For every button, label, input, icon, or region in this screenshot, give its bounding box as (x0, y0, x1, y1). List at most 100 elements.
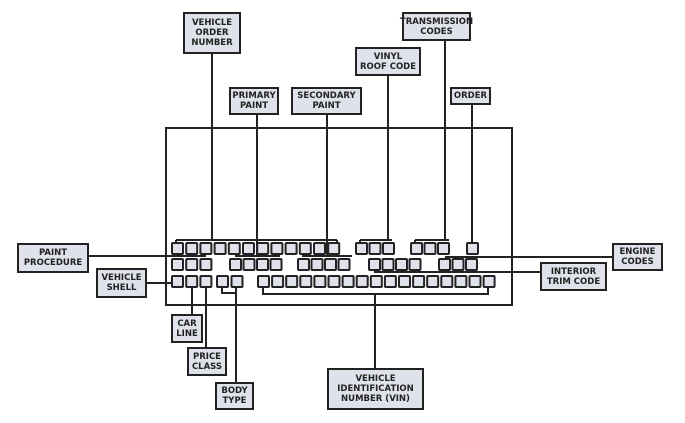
label-text: VINYL (373, 51, 403, 62)
label-text: CLASS (191, 361, 223, 372)
vin-code-box (299, 275, 313, 288)
label-body-type: BODY TYPE (215, 382, 254, 410)
label-text: PRICE (193, 351, 221, 362)
bracket-line (221, 287, 236, 294)
label-text: TRIM CODE (546, 276, 601, 287)
code-box (327, 242, 341, 255)
vin-code-box (440, 275, 454, 288)
label-text: TRANSMISSION (399, 16, 474, 27)
code-box (185, 242, 199, 255)
label-text: ORDER (195, 28, 229, 38)
label-interior-trim-code: INTERIOR TRIM CODE (540, 262, 607, 291)
bracket-line (262, 287, 489, 295)
code-box (381, 258, 395, 271)
code-box (230, 275, 244, 288)
code-box (337, 258, 351, 271)
code-box (410, 242, 423, 255)
code-box (227, 242, 241, 255)
label-transmission-codes: TRANSMISSION CODES (399, 12, 474, 41)
label-order: ORDER (450, 87, 491, 105)
label-text: VEHICLE (101, 273, 142, 283)
label-text: NUMBER (VIN) (341, 394, 410, 404)
code-box (423, 242, 437, 255)
label-text: CAR (177, 318, 197, 329)
code-box (171, 242, 184, 255)
code-box (171, 275, 184, 288)
label-secondary-paint: SECONDARY PAINT (291, 87, 362, 115)
label-text: VEHICLE (191, 18, 233, 28)
vin-code-box (426, 275, 440, 288)
label-price-class: PRICE CLASS (187, 347, 227, 376)
vin-code-box (327, 275, 341, 288)
code-box (368, 258, 381, 271)
label-vinyl-roof-code: VINYL ROOF CODE (355, 47, 421, 76)
label-text: PAINT (312, 101, 341, 111)
label-primary-paint: PRIMARY PAINT (229, 87, 279, 115)
code-box (310, 258, 324, 271)
label-vin: VEHICLE IDENTIFICATION NUMBER (VIN) (327, 368, 424, 410)
vin-code-box (355, 275, 369, 288)
code-box (298, 242, 312, 255)
code-box (256, 258, 269, 271)
label-car-line: CAR LINE (171, 314, 203, 343)
code-box (269, 258, 283, 271)
code-box (451, 258, 465, 271)
vin-code-box (398, 275, 411, 288)
code-box (185, 258, 199, 271)
label-text: SHELL (106, 283, 137, 293)
vin-code-box (412, 275, 426, 288)
vin-code-box (257, 275, 270, 288)
label-vehicle-order-number: VEHICLE ORDER NUMBER (183, 12, 241, 54)
code-box (284, 242, 298, 255)
label-text: CODES (420, 26, 453, 37)
code-box (213, 242, 227, 255)
label-vehicle-shell: VEHICLE SHELL (96, 268, 147, 298)
vin-code-box (271, 275, 285, 288)
label-text: ORDER (453, 91, 488, 101)
label-text: CODES (621, 257, 654, 267)
code-box (368, 242, 382, 255)
code-box (199, 275, 213, 288)
label-text: ENGINE (619, 247, 656, 257)
code-box (355, 242, 368, 255)
code-box (438, 258, 451, 271)
label-text: IDENTIFICATION (337, 384, 414, 394)
code-box (185, 275, 199, 288)
code-box (466, 242, 479, 255)
label-text: NUMBER (191, 38, 233, 48)
label-text: PRIMARY (232, 91, 276, 101)
code-box (395, 258, 408, 271)
label-text: PAINT (38, 248, 68, 258)
code-box (324, 258, 337, 271)
code-box (171, 258, 184, 271)
code-box (313, 242, 326, 255)
code-box (216, 275, 229, 288)
code-box (465, 258, 478, 271)
label-paint-procedure: PAINT PROCEDURE (17, 243, 89, 273)
label-text: PAINT (239, 101, 269, 111)
label-text: BODY (221, 386, 248, 396)
vin-code-box (313, 275, 327, 288)
code-box (199, 258, 213, 271)
label-engine-codes: ENGINE CODES (612, 243, 663, 271)
code-box (408, 258, 422, 271)
code-box (297, 258, 310, 271)
code-box (256, 242, 270, 255)
code-box (270, 242, 284, 255)
label-text: SECONDARY (297, 91, 356, 101)
vin-code-box (341, 275, 355, 288)
label-text: INTERIOR (550, 266, 597, 277)
code-box (382, 242, 395, 255)
vin-code-box (482, 275, 496, 288)
vin-code-box (454, 275, 468, 288)
code-box (242, 258, 256, 271)
code-box (242, 242, 255, 255)
label-text: VEHICLE (355, 374, 396, 384)
label-text: TYPE (222, 396, 247, 406)
code-box (229, 258, 242, 271)
vin-code-box (468, 275, 482, 288)
tag-frame (165, 127, 513, 306)
vin-code-box (285, 275, 299, 288)
vin-code-box (383, 275, 397, 288)
